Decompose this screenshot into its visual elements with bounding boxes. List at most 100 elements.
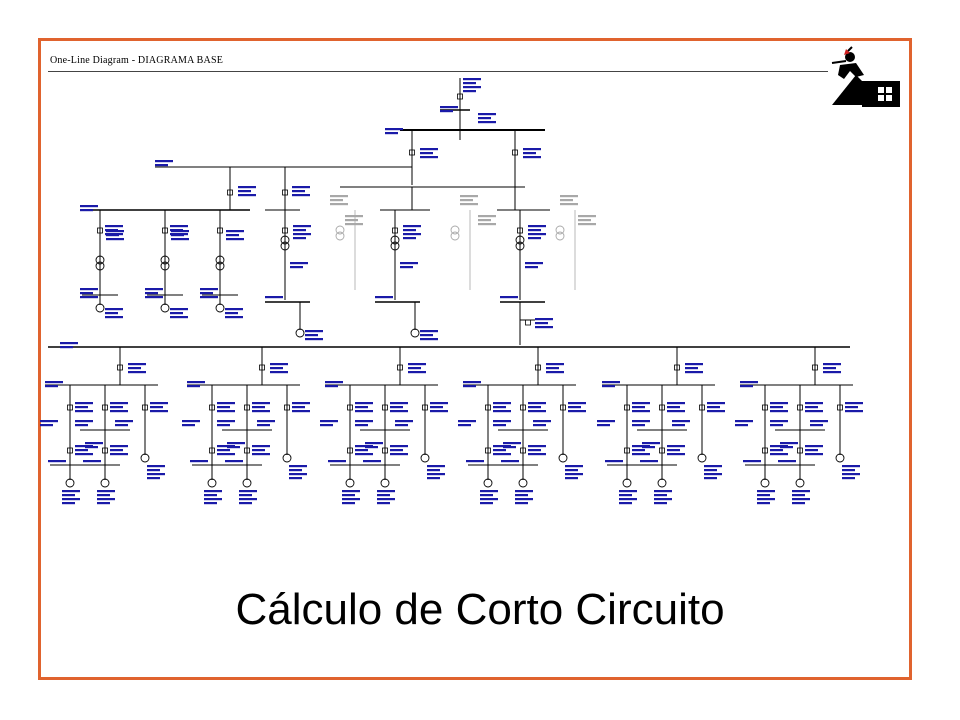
label-block bbox=[546, 371, 564, 374]
breaker bbox=[512, 149, 518, 156]
label-block bbox=[466, 460, 484, 463]
label-block bbox=[62, 498, 80, 501]
transformer-winding bbox=[95, 261, 105, 271]
label-block bbox=[330, 203, 348, 206]
label-block bbox=[238, 186, 256, 189]
label-block bbox=[305, 338, 323, 341]
label-block bbox=[97, 498, 115, 501]
motor-load bbox=[410, 328, 420, 338]
label-block bbox=[500, 296, 518, 299]
transformer-winding bbox=[215, 261, 225, 271]
label-block bbox=[128, 367, 141, 370]
label-block bbox=[632, 449, 645, 452]
transformer-winding bbox=[555, 225, 565, 235]
label-block bbox=[805, 402, 823, 405]
label-block bbox=[546, 367, 559, 370]
label-block bbox=[355, 449, 368, 452]
label-block bbox=[528, 402, 546, 405]
label-block bbox=[528, 237, 541, 240]
label-block bbox=[533, 424, 546, 427]
breaker bbox=[209, 404, 215, 411]
label-block bbox=[80, 288, 98, 291]
label-block bbox=[227, 446, 240, 449]
label-block bbox=[217, 445, 235, 448]
label-block bbox=[619, 490, 637, 493]
label-block bbox=[632, 406, 645, 409]
label-block bbox=[342, 490, 360, 493]
label-block bbox=[293, 225, 311, 228]
breaker bbox=[762, 404, 768, 411]
label-block bbox=[560, 199, 573, 202]
label-block bbox=[80, 209, 93, 212]
label-block bbox=[707, 406, 720, 409]
label-block bbox=[403, 233, 421, 236]
label-block bbox=[355, 445, 373, 448]
label-block bbox=[632, 453, 650, 456]
label-block bbox=[740, 381, 758, 384]
label-block bbox=[632, 410, 650, 413]
motor-load bbox=[657, 478, 667, 488]
label-block bbox=[480, 502, 493, 505]
label-block bbox=[145, 296, 163, 299]
label-block bbox=[408, 363, 426, 366]
label-block bbox=[239, 490, 257, 493]
label-block bbox=[270, 371, 288, 374]
label-block bbox=[533, 420, 551, 423]
label-block bbox=[200, 288, 218, 291]
label-block bbox=[292, 406, 305, 409]
label-block bbox=[707, 402, 725, 405]
label-block bbox=[528, 445, 546, 448]
breaker bbox=[485, 447, 491, 454]
label-block bbox=[515, 494, 528, 497]
label-block bbox=[642, 442, 660, 445]
label-block bbox=[778, 460, 796, 463]
label-block bbox=[493, 420, 511, 423]
label-block bbox=[292, 410, 310, 413]
label-block bbox=[515, 490, 533, 493]
label-block bbox=[147, 465, 165, 468]
label-block bbox=[493, 402, 511, 405]
label-block bbox=[528, 453, 546, 456]
motor-load bbox=[483, 478, 493, 488]
label-block bbox=[182, 424, 195, 427]
breaker bbox=[409, 149, 415, 156]
breaker bbox=[67, 404, 73, 411]
breaker bbox=[525, 319, 531, 326]
label-block bbox=[80, 296, 98, 299]
label-block bbox=[568, 410, 586, 413]
label-block bbox=[478, 117, 491, 120]
label-block bbox=[75, 445, 93, 448]
breaker bbox=[520, 404, 526, 411]
label-block bbox=[535, 326, 553, 329]
label-block bbox=[602, 385, 615, 388]
label-block bbox=[440, 106, 458, 109]
label-block bbox=[770, 410, 788, 413]
label-block bbox=[460, 199, 473, 202]
breaker bbox=[162, 227, 168, 234]
label-block bbox=[170, 308, 188, 311]
transformer-winding bbox=[280, 241, 290, 251]
label-block bbox=[62, 494, 75, 497]
label-block bbox=[823, 363, 841, 366]
label-block bbox=[390, 449, 403, 452]
breaker bbox=[560, 404, 566, 411]
label-block bbox=[672, 424, 685, 427]
label-block bbox=[845, 402, 863, 405]
label-block bbox=[654, 494, 667, 497]
label-block bbox=[704, 469, 717, 472]
label-block bbox=[493, 445, 511, 448]
label-block bbox=[355, 406, 368, 409]
label-block bbox=[845, 406, 858, 409]
label-block bbox=[170, 233, 188, 236]
label-block bbox=[110, 445, 128, 448]
label-block bbox=[535, 318, 553, 321]
label-block bbox=[735, 420, 753, 423]
label-block bbox=[170, 316, 188, 319]
label-block bbox=[740, 385, 753, 388]
label-block bbox=[289, 465, 307, 468]
label-block bbox=[342, 502, 355, 505]
label-block bbox=[780, 446, 793, 449]
label-block bbox=[75, 449, 88, 452]
transformer-winding bbox=[515, 235, 525, 245]
label-block bbox=[342, 498, 360, 501]
